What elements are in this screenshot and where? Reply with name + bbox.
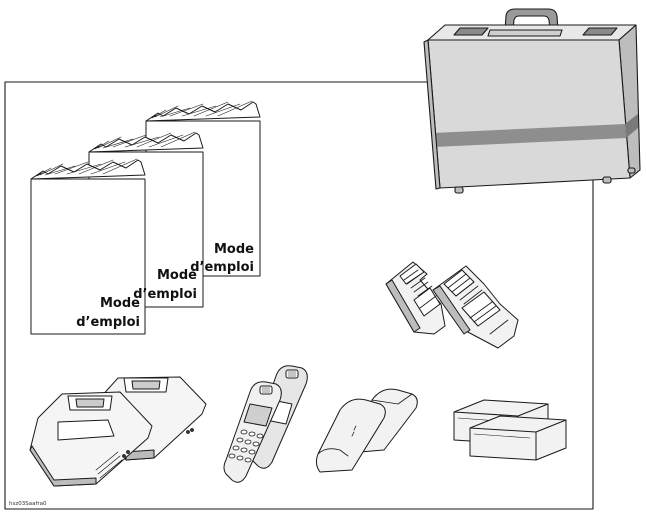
contents-frame [4, 81, 594, 510]
handset-back [249, 365, 308, 469]
manual-1-title: Mode [100, 296, 140, 311]
manual-2-subtitle: d’emploi [133, 287, 197, 302]
manual-3-title: Mode [214, 242, 254, 257]
belt-clip-front [315, 398, 386, 473]
manual-2-title: Mode [157, 268, 197, 283]
manual-3-subtitle: d’emploi [190, 260, 254, 275]
base-station-front [29, 391, 153, 487]
carrying-case [423, 8, 641, 194]
power-supply-front [469, 415, 567, 461]
battery-pack-left [385, 261, 446, 335]
battery-pack-right [432, 265, 519, 349]
manual-1-subtitle: d’emploi [76, 315, 140, 330]
image-reference-code: hsz03Saafra0 [9, 501, 47, 507]
manual-booklet-1 [30, 158, 146, 335]
handset-front [223, 381, 282, 483]
